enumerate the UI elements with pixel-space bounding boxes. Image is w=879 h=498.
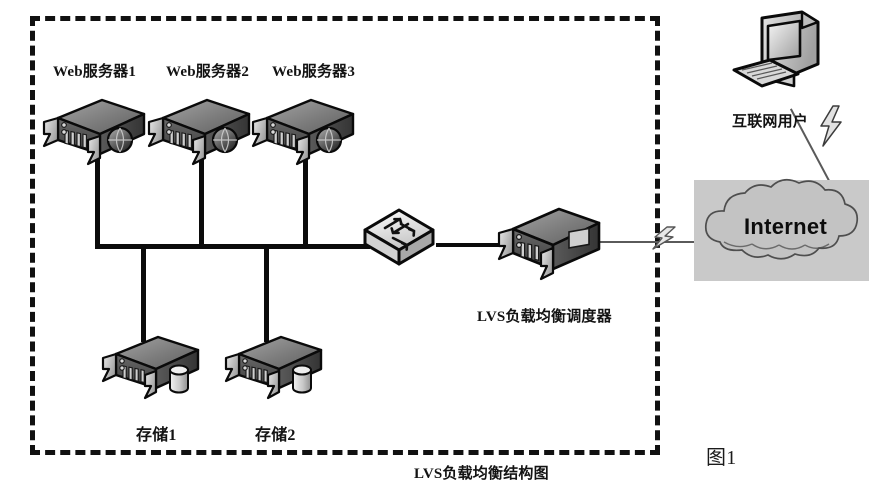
disk-cylinder-icon [292,364,312,394]
network-switch[interactable] [355,200,441,276]
web-server-3[interactable] [249,92,359,166]
backbone-bus [95,244,370,249]
drop-storage-1 [141,247,146,342]
storage-2[interactable] [223,330,328,400]
internet-cloud-label: Internet [744,214,828,239]
disk-cylinder-icon [169,364,189,394]
keyboard-icon [732,58,800,88]
storage-1-label: 存储1 [136,427,177,444]
web-server-1[interactable] [40,92,150,166]
internet-user-label: 互联网用户 [732,114,809,130]
lvs-scheduler[interactable] [495,203,605,281]
link-scheduler-to-internet [596,241,712,243]
link-switch-to-scheduler [436,243,508,247]
drop-storage-2 [264,247,269,342]
lightning-bolt-icon-wan [647,225,681,255]
figure-caption: LVS负载均衡结构图 [414,466,549,482]
drop-web-server-2 [199,155,204,247]
figure-number: 图1 [706,447,737,469]
lvs-scheduler-label: LVS负载均衡调度器 [477,309,612,325]
drop-web-server-3 [303,155,308,247]
storage-1[interactable] [100,330,205,400]
storage-2-label: 存储2 [255,427,296,444]
web-server-2-label: Web服务器2 [166,64,250,80]
cloud-shape [704,178,859,260]
web-server-1-label: Web服务器1 [53,64,137,80]
web-server-2[interactable] [145,92,255,166]
web-server-3-label: Web服务器3 [272,64,356,80]
lightning-bolt-icon-user [817,104,847,148]
switch-arrows-icon [383,217,416,251]
internet-user[interactable] [728,8,836,104]
drop-web-server-1 [95,155,100,247]
internet-cloud[interactable] [690,172,876,288]
scheduler-module [568,227,590,249]
